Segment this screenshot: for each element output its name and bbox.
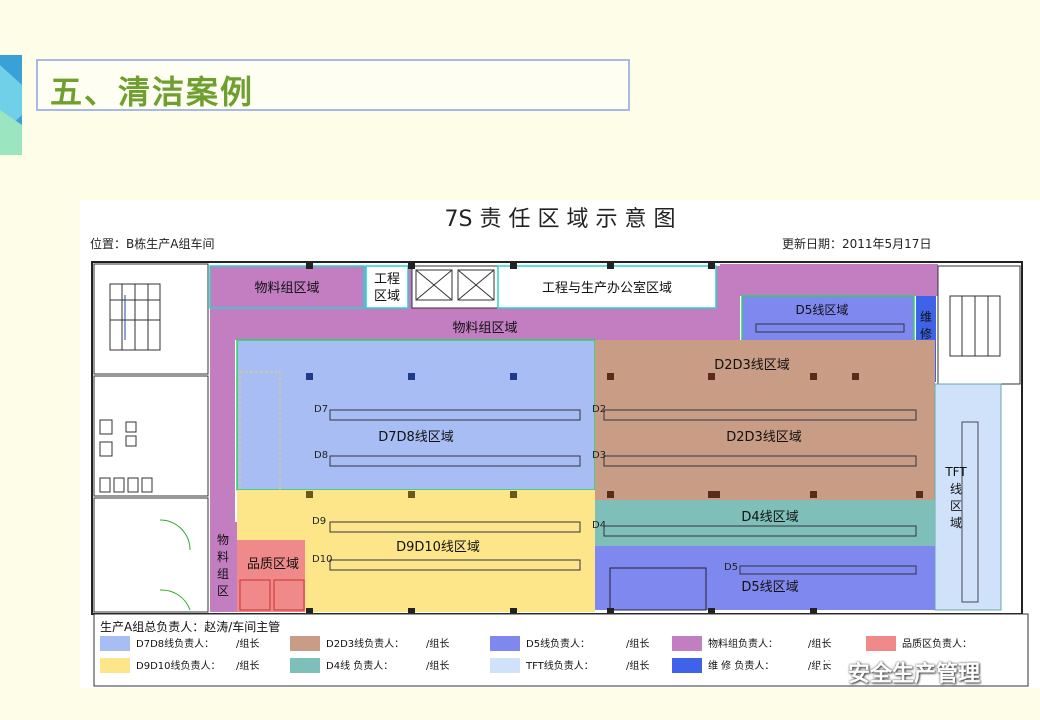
floor-plan-diagram: 7S 责 任 区 域 示 意 图 位置：B栋生产A组车间 更新日期：2011年5… bbox=[80, 200, 1040, 688]
d4-zone bbox=[595, 500, 935, 546]
d5-line-label: D5 bbox=[724, 562, 738, 573]
elevator-block bbox=[411, 265, 499, 309]
d2-line-bench bbox=[603, 409, 917, 421]
d5-top-line-bench bbox=[755, 323, 905, 333]
slide-title-box: 五、清洁案例 bbox=[36, 59, 630, 111]
eng-prod-office-zone bbox=[497, 265, 717, 309]
d8-line-bench bbox=[329, 455, 581, 467]
legend-role: /组长 bbox=[236, 659, 259, 672]
legend-role: /组长 bbox=[426, 637, 449, 650]
update-date-label: 更新日期：2011年5月17日 bbox=[782, 236, 931, 251]
legend-swatch bbox=[672, 636, 702, 651]
legend-label: 维 修 负责人： bbox=[708, 659, 774, 672]
engineering-zone-label-1: 工程 bbox=[374, 272, 400, 287]
material-zone-left-label: 物 料 组 区 bbox=[217, 533, 229, 598]
legend-role: /组长 bbox=[426, 659, 449, 672]
legend-role: /组长 bbox=[808, 637, 831, 650]
watermark-text: 安全生产管理 bbox=[848, 662, 981, 687]
d5-equipment-box bbox=[609, 567, 707, 611]
wechat-icon bbox=[818, 661, 847, 683]
svg-text:域: 域 bbox=[950, 516, 962, 530]
engineering-zone bbox=[365, 265, 409, 309]
watermark: 安全生产管理 bbox=[818, 656, 980, 688]
svg-text:TFT: TFT bbox=[944, 465, 967, 479]
legend-swatch bbox=[290, 658, 320, 673]
legend-swatch bbox=[100, 636, 130, 651]
d5-lower-line-bench bbox=[739, 565, 917, 575]
right-stair-block bbox=[937, 265, 1021, 385]
legend-label: D7D8线负责人： bbox=[136, 637, 214, 650]
pillar-markers bbox=[306, 262, 923, 615]
d9d10-zone-label: D9D10线区域 bbox=[396, 540, 480, 555]
svg-text:线: 线 bbox=[950, 482, 962, 496]
svg-text:修: 修 bbox=[920, 326, 932, 341]
legend-swatch bbox=[290, 636, 320, 651]
svg-text:区: 区 bbox=[950, 499, 962, 513]
svg-text:组: 组 bbox=[217, 567, 229, 581]
quality-zone bbox=[237, 540, 305, 612]
legend-swatch bbox=[490, 636, 520, 651]
legend-label: D9D10线负责人： bbox=[136, 659, 221, 672]
d5-zone-top bbox=[741, 295, 915, 347]
legend-items: D7D8线负责人： /组长 D2D3线负责人： /组长 D5线负责人： /组长 物料组负责人… bbox=[100, 636, 972, 673]
tft-zone-label: TFT 线 区 域 bbox=[944, 465, 967, 530]
legend-swatch bbox=[866, 636, 896, 651]
legend-header: 生产A组总负责人：赵涛/车间主管 bbox=[100, 619, 280, 634]
material-zone-top-label: 物料组区域 bbox=[254, 281, 319, 296]
d5-zone-lower bbox=[595, 546, 935, 610]
material-zone-top bbox=[209, 265, 365, 309]
d2d3-zone-top-label: D2D3线区域 bbox=[714, 358, 790, 373]
legend-role: /组长 bbox=[236, 637, 259, 650]
d8-line-label: D8 bbox=[314, 450, 328, 461]
location-label: 位置：B栋生产A组车间 bbox=[90, 236, 214, 251]
legend-label: 物料组负责人： bbox=[708, 637, 778, 650]
material-zone-band bbox=[210, 264, 938, 530]
legend-swatch bbox=[490, 658, 520, 673]
legend-role: /组长 bbox=[626, 659, 649, 672]
engineering-zone-label-2: 区域 bbox=[374, 289, 400, 304]
svg-text:区: 区 bbox=[217, 584, 229, 598]
d7d8-zone-label: D7D8线区域 bbox=[378, 430, 454, 445]
svg-text:物: 物 bbox=[217, 533, 229, 547]
d5-zone-lower-label: D5线区域 bbox=[741, 580, 798, 595]
diagram-title: 7S 责 任 区 域 示 意 图 bbox=[445, 207, 676, 232]
legend-swatch bbox=[100, 658, 130, 673]
legend-label: D4线 负责人： bbox=[326, 659, 393, 672]
d9-line-label: D9 bbox=[312, 516, 326, 527]
d9-line-bench bbox=[329, 521, 581, 533]
left-stair-block bbox=[93, 263, 209, 613]
d4-line-label: D4 bbox=[592, 520, 606, 531]
d4-zone-label: D4线区域 bbox=[741, 510, 798, 525]
svg-text:维: 维 bbox=[920, 310, 932, 324]
d3-line-bench bbox=[603, 455, 917, 467]
d2d3-zone-mid-label: D2D3线区域 bbox=[726, 430, 802, 445]
d2-line-label: D2 bbox=[592, 404, 606, 415]
legend-label: TFT线负责人： bbox=[525, 659, 594, 672]
d5-zone-top-label: D5线区域 bbox=[796, 303, 849, 317]
d4-line-bench bbox=[603, 525, 917, 537]
quality-sub-area-1 bbox=[239, 579, 271, 611]
legend-label: D5线负责人： bbox=[526, 637, 590, 650]
material-zone-left bbox=[210, 522, 237, 612]
d3-line-label: D3 bbox=[592, 450, 606, 461]
tft-line-bench bbox=[961, 421, 979, 603]
material-band-label: 物料组区域 bbox=[452, 321, 517, 336]
decorative-shape bbox=[0, 55, 22, 155]
slide-title: 五、清洁案例 bbox=[50, 73, 255, 111]
d10-line-label: D10 bbox=[312, 554, 332, 565]
d7-line-label: D7 bbox=[314, 404, 328, 415]
d10-line-bench bbox=[329, 559, 581, 571]
legend-role: /组长 bbox=[626, 637, 649, 650]
legend-swatch bbox=[672, 658, 702, 673]
d7-line-bench bbox=[329, 409, 581, 421]
eng-prod-office-label: 工程与生产办公室区域 bbox=[542, 280, 672, 296]
tft-zone bbox=[934, 383, 1002, 611]
quality-sub-area-2 bbox=[273, 579, 305, 611]
d7d8-zone bbox=[236, 339, 596, 491]
svg-text:料: 料 bbox=[217, 550, 229, 564]
legend-label: D2D3线负责人： bbox=[326, 637, 404, 650]
legend-label: 品质区负责人： bbox=[902, 637, 972, 650]
quality-zone-label: 品质区域 bbox=[247, 557, 299, 572]
